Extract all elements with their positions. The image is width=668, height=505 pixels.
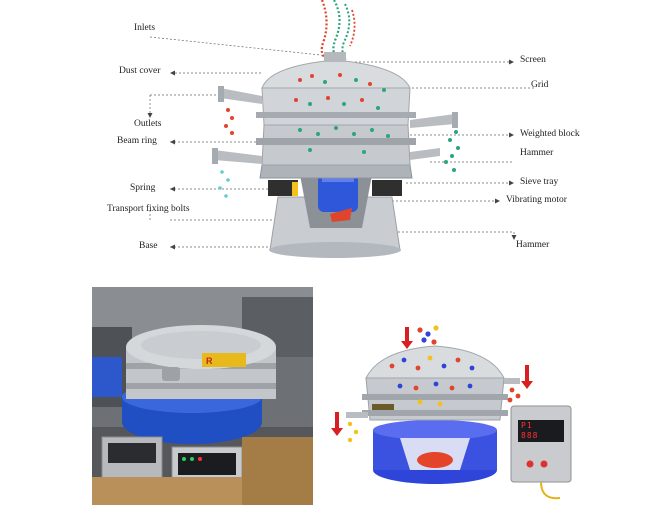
label-beam-ring: Beam ring — [117, 136, 157, 146]
outlet-left-lower — [214, 150, 262, 164]
left-outlet-particles — [346, 404, 394, 443]
label-inlets: Inlets — [134, 23, 156, 33]
transport-fixing-bolt — [292, 182, 298, 196]
outlet-left-upper — [220, 88, 262, 104]
sifter-cutaway-diagram — [147, 0, 534, 258]
label-arrow-icons — [147, 59, 517, 250]
flow-particles — [389, 355, 475, 407]
label-vibrating-motor: Vibrating motor — [506, 195, 567, 205]
label-dust-cover: Dust cover — [119, 66, 161, 76]
inner-particles — [294, 73, 390, 154]
label-hammer-top: Hammer — [520, 148, 554, 158]
right-outlet-particles — [504, 378, 521, 403]
label-screen: Screen — [520, 55, 546, 65]
label-outlets: Outlets — [134, 119, 162, 129]
label-grid: Grid — [531, 80, 549, 90]
svg-text:R: R — [206, 356, 213, 366]
label-spring: Spring — [130, 183, 156, 193]
outlet-right-lower — [410, 148, 440, 160]
red-flow-arrows — [331, 327, 533, 436]
outlet-particles — [218, 108, 460, 198]
controller-box — [510, 405, 572, 483]
label-hammer-bottom: Hammer — [516, 240, 550, 250]
beam-ring — [256, 138, 416, 145]
sieve-tray — [259, 164, 413, 179]
label-transport-fixing-bolts: Transport fixing bolts — [107, 204, 190, 214]
inlet-particle-stream — [320, 0, 356, 61]
hammer-bottom — [330, 208, 352, 222]
photo-illustration: R — [92, 287, 313, 505]
label-weighted-block: Weighted block — [520, 129, 580, 139]
label-sieve-tray: Sieve tray — [520, 177, 559, 187]
product-photo: R — [92, 287, 313, 505]
controller-display-bottom: 888 — [521, 431, 539, 440]
inlet-particles-bottom — [417, 325, 439, 345]
outlet-right-upper — [410, 114, 455, 128]
control-boxes — [92, 436, 313, 505]
label-base: Base — [139, 241, 158, 251]
controller-display-top: P1 — [521, 421, 533, 430]
dust-cover — [261, 59, 411, 89]
